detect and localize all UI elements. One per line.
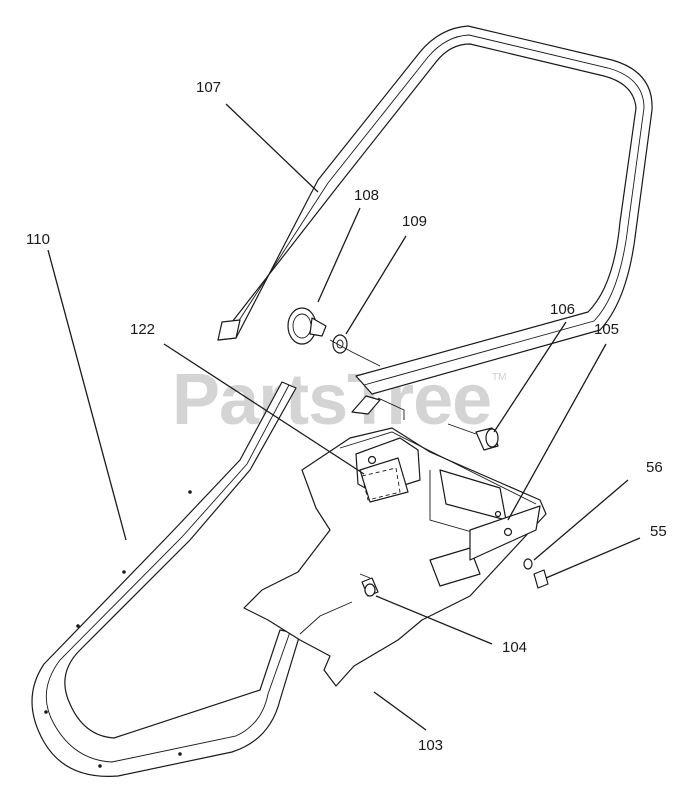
- callout-107: 107: [196, 79, 221, 96]
- part-110-lower-handle: [31, 381, 301, 777]
- callout-56: 56: [646, 459, 663, 476]
- callout-105: 105: [594, 321, 619, 338]
- watermark: PartsTree TM: [172, 360, 506, 440]
- part-55-screw: [533, 569, 549, 589]
- callout-106: 106: [550, 301, 575, 318]
- callout-55: 55: [650, 523, 667, 540]
- callout-108: 108: [354, 187, 379, 204]
- part-107-upper-handle: [217, 25, 653, 415]
- part-56-washer: [523, 558, 533, 570]
- leader-lines: [47, 103, 641, 731]
- callout-109: 109: [402, 213, 427, 230]
- callout-110: 110: [26, 231, 50, 248]
- part-108-knob: [287, 307, 327, 345]
- callout-122: 122: [130, 321, 155, 338]
- callout-103: 103: [418, 737, 443, 754]
- part-104-spacer: [361, 577, 379, 597]
- watermark-trademark: TM: [492, 372, 506, 383]
- assembly-guide-lines: [329, 339, 477, 579]
- part-122-decal: [361, 467, 401, 501]
- part-106-bolt: [475, 427, 499, 451]
- part-109-washer: [332, 334, 348, 354]
- callouts: 107 108 109 110 122 106 105 56 55 104 10…: [26, 79, 667, 754]
- callout-104: 104: [502, 639, 527, 656]
